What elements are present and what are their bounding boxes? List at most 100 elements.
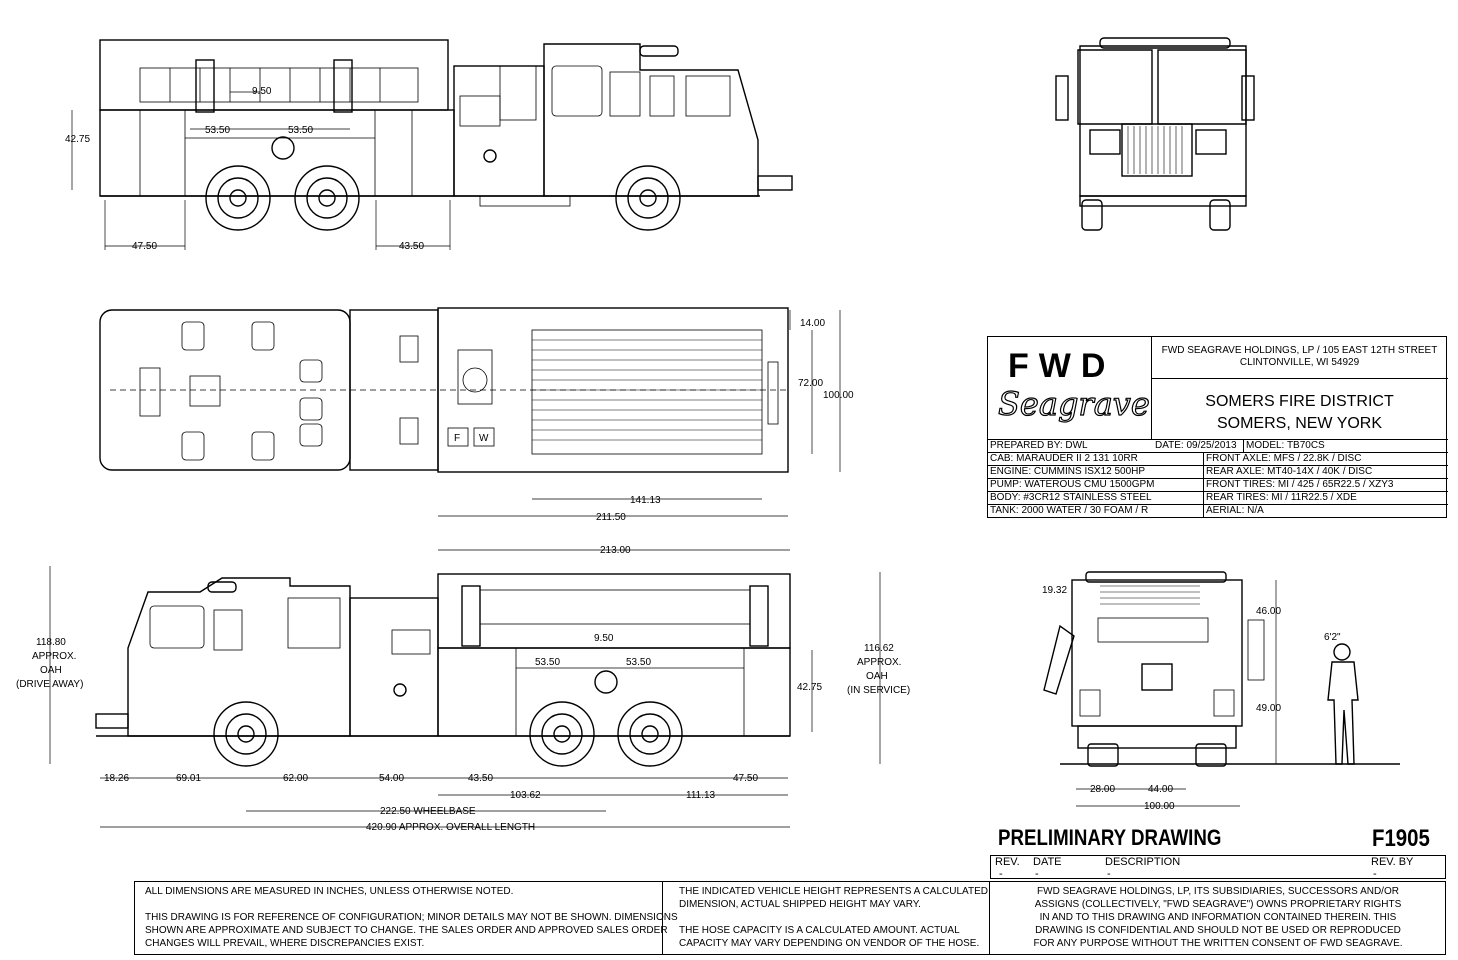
company-line-2: CLINTONVILLE, WI 54929 bbox=[1239, 357, 1360, 368]
spec-body: BODY: #3CR12 STAINLESS STEEL bbox=[988, 491, 1203, 504]
spec-cab: CAB: MARAUDER II 2 131 10RR bbox=[988, 452, 1203, 465]
spec-rear-axle: REAR AXLE: MT40-14X / 40K / DISC bbox=[1203, 465, 1448, 478]
rev-desc-header: DESCRIPTION bbox=[1105, 856, 1181, 868]
dim-ladder-gap-bottom: 9.50 bbox=[594, 633, 614, 644]
note-right-5: FOR ANY PURPOSE WITHOUT THE WRITTEN CONS… bbox=[1033, 938, 1403, 949]
dim-overall: 420.90 APPROX. OVERALL LENGTH bbox=[366, 822, 535, 833]
note-left-1: ALL DIMENSIONS ARE MEASURED IN INCHES, U… bbox=[145, 886, 514, 897]
dim-body-213: 213.00 bbox=[600, 545, 631, 556]
dim-comp-b-bottom: 53.50 bbox=[626, 657, 651, 668]
dim-111: 111.13 bbox=[686, 790, 716, 801]
rev-date-value: - bbox=[1035, 868, 1039, 880]
dim-1932: 19.32 bbox=[1042, 585, 1067, 596]
company-address: FWD SEAGRAVE HOLDINGS, LP / 105 EAST 12T… bbox=[1151, 337, 1448, 379]
title-block: FWD Seagrave FWD SEAGRAVE HOLDINGS, LP /… bbox=[987, 336, 1448, 518]
dim-ladder-gap: 9.50 bbox=[252, 86, 272, 97]
dim-47: 47.50 bbox=[733, 773, 758, 784]
oah-drive-1: 118.80 bbox=[36, 637, 66, 648]
notes-divider-1 bbox=[662, 882, 663, 954]
notes-divider-2 bbox=[989, 882, 990, 954]
oah-service-3: OAH bbox=[866, 671, 888, 682]
rev-by-header: REV. BY bbox=[1371, 856, 1414, 868]
dim-62: 62.00 bbox=[283, 773, 308, 784]
dim-103: 103.62 bbox=[510, 790, 541, 801]
spec-aerial: AERIAL: N/A bbox=[1203, 504, 1448, 517]
spec-rear-tires: REAR TIRES: MI / 11R22.5 / XDE bbox=[1203, 491, 1448, 504]
note-right-2: ASSIGNS (COLLECTIVELY, "FWD SEAGRAVE") O… bbox=[1034, 899, 1402, 910]
dim-49: 49.00 bbox=[1256, 703, 1281, 714]
customer-name: SOMERS FIRE DISTRICT SOMERS, NEW YORK bbox=[1151, 379, 1448, 439]
oah-drive-2: APPROX. bbox=[32, 651, 76, 662]
rev-value: - bbox=[999, 868, 1003, 880]
dim-comp-a-bottom: 53.50 bbox=[535, 657, 560, 668]
drawing-number: F1905 bbox=[1372, 825, 1430, 852]
note-mid-1: THE INDICATED VEHICLE HEIGHT REPRESENTS … bbox=[679, 886, 988, 897]
person-height: 6'2" bbox=[1324, 632, 1341, 643]
spec-tank: TANK: 2000 WATER / 30 FOAM / R bbox=[988, 504, 1203, 517]
dim-plan-141: 141.13 bbox=[630, 495, 661, 506]
oah-service-1: 116.62 bbox=[864, 643, 894, 654]
revision-table: REV. DATE DESCRIPTION REV. BY - - - - bbox=[990, 855, 1446, 880]
dim-plan-100: 100.00 bbox=[823, 390, 854, 401]
person-silhouette bbox=[1327, 643, 1359, 765]
note-right-1: FWD SEAGRAVE HOLDINGS, LP, ITS SUBSIDIAR… bbox=[1037, 886, 1399, 897]
dim-wheelbase: 222.50 WHEELBASE bbox=[380, 806, 476, 817]
oah-service-2: APPROX. bbox=[857, 657, 901, 668]
dim-rear-overhang: 47.50 bbox=[132, 241, 157, 252]
dim-44: 44.00 bbox=[1148, 784, 1173, 795]
dim-46: 46.00 bbox=[1256, 606, 1281, 617]
company-logo: FWD Seagrave bbox=[988, 337, 1152, 439]
bin-f-label: F bbox=[454, 433, 460, 444]
spec-engine: ENGINE: CUMMINS ISX12 500HP bbox=[988, 465, 1203, 478]
dim-4350: 43.50 bbox=[468, 773, 493, 784]
dim-comp-b: 53.50 bbox=[288, 125, 313, 136]
spec-front-axle: FRONT AXLE: MFS / 22.8K / DISC bbox=[1203, 452, 1448, 465]
company-line-1: FWD SEAGRAVE HOLDINGS, LP / 105 EAST 12T… bbox=[1161, 345, 1438, 356]
note-right-4: DRAWING IS CONFIDENTIAL AND SHOULD NOT B… bbox=[1035, 925, 1401, 936]
oah-drive-3: OAH bbox=[40, 665, 62, 676]
prepared-by: PREPARED BY: DWL bbox=[988, 439, 1153, 452]
note-right-3: IN AND TO THIS DRAWING AND INFORMATION C… bbox=[1039, 912, 1397, 923]
dim-18: 18.26 bbox=[104, 773, 129, 784]
dim-rear-100: 100.00 bbox=[1144, 801, 1175, 812]
front-view bbox=[1055, 37, 1255, 231]
rev-by-value: - bbox=[1373, 868, 1377, 880]
oah-service-4: (IN SERVICE) bbox=[847, 685, 910, 696]
dim-54: 54.00 bbox=[379, 773, 404, 784]
dim-tandem: 43.50 bbox=[399, 241, 424, 252]
rev-desc-value: - bbox=[1107, 868, 1111, 880]
drawing-date: DATE: 09/25/2013 bbox=[1153, 439, 1243, 452]
note-mid-4: CAPACITY MAY VARY DEPENDING ON VENDOR OF… bbox=[679, 938, 980, 949]
spec-pump: PUMP: WATEROUS CMU 1500GPM bbox=[988, 478, 1203, 491]
side-view-top: 42.75 9.50 53.50 53.50 47.50 43.50 bbox=[65, 39, 793, 252]
notes-block: ALL DIMENSIONS ARE MEASURED IN INCHES, U… bbox=[134, 881, 1446, 955]
spec-front-tires: FRONT TIRES: MI / 425 / 65R22.5 / XZY3 bbox=[1203, 478, 1448, 491]
drawing-title: PRELIMINARY DRAWING bbox=[998, 825, 1222, 850]
note-mid-2: DIMENSION, ACTUAL SHIPPED HEIGHT MAY VAR… bbox=[679, 899, 921, 910]
note-left-2: THIS DRAWING IS FOR REFERENCE OF CONFIGU… bbox=[145, 912, 678, 923]
seagrave-logo-text: Seagrave bbox=[997, 384, 1150, 423]
dim-28: 28.00 bbox=[1090, 784, 1115, 795]
note-left-3: SHOWN ARE APPROXIMATE AND SUBJECT TO CHA… bbox=[145, 925, 668, 936]
fwd-logo-text: FWD bbox=[1008, 347, 1116, 385]
dim-comp-a: 53.50 bbox=[205, 125, 230, 136]
rear-view: 6'2" 19.32 46.00 49.00 28.00 44.00 100.0… bbox=[1042, 571, 1400, 812]
dim-69: 69.01 bbox=[176, 773, 201, 784]
oah-drive-4: (DRIVE AWAY) bbox=[16, 679, 83, 690]
dim-plan-211: 211.50 bbox=[596, 512, 626, 523]
dim-plan-72: 72.00 bbox=[798, 378, 823, 389]
customer-line-1: SOMERS FIRE DISTRICT bbox=[1205, 393, 1394, 410]
dim-height-bottom: 42.75 bbox=[797, 682, 822, 693]
dim-plan-14: 14.00 bbox=[800, 318, 825, 329]
rev-date-header: DATE bbox=[1033, 856, 1062, 868]
note-left-4: CHANGES WILL PREVAIL, WHERE DISCREPANCIE… bbox=[145, 938, 425, 949]
model: MODEL: TB70CS bbox=[1243, 439, 1448, 452]
note-mid-3: THE HOSE CAPACITY IS A CALCULATED AMOUNT… bbox=[679, 925, 960, 936]
dim-height: 42.75 bbox=[65, 134, 90, 145]
plan-view: F W 14.00 72.00 100.00 141.13 211.50 bbox=[99, 307, 854, 523]
bin-w-label: W bbox=[479, 433, 489, 444]
rev-header: REV. bbox=[995, 856, 1020, 868]
customer-line-2: SOMERS, NEW YORK bbox=[1216, 415, 1383, 432]
side-view-bottom: 213.00 9.50 53.50 53.50 118.80 APPROX. O… bbox=[16, 545, 910, 833]
